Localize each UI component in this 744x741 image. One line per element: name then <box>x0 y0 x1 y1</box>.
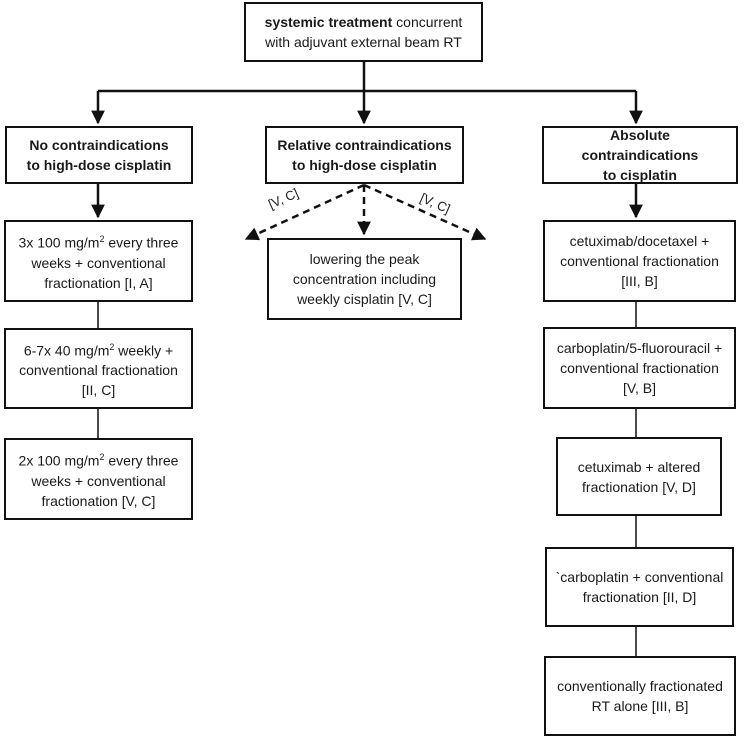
right-header-box: Absolute contraindications to cisplatin <box>542 126 738 184</box>
left-item-3-line2: weeks + conventional <box>31 472 166 489</box>
root-box: systemic treatment concurrent with adjuv… <box>244 2 483 62</box>
right-item-2: carboplatin/5-fluorouracil + conventiona… <box>543 327 736 409</box>
left-item-3-line1b: every three <box>104 452 179 469</box>
left-item-2-line1b: weekly + <box>114 342 174 359</box>
left-header-line1: No contraindications <box>29 137 169 153</box>
left-item-1: 3x 100 mg/m2 every three weeks + convent… <box>4 220 193 302</box>
left-item-1-line3: fractionation [I, A] <box>44 274 153 291</box>
middle-header-line1: Relative contraindications <box>277 137 452 153</box>
left-item-3-line1a: 2x 100 mg/m <box>18 452 100 469</box>
right-item-5: conventionally fractionated RT alone [II… <box>544 656 736 736</box>
right-header-line2: to cisplatin <box>603 167 677 183</box>
left-item-2-line1a: 6-7x 40 mg/m <box>23 342 110 359</box>
left-item-1-line2: weeks + conventional <box>31 254 166 271</box>
left-item-1-line1b: every three <box>104 234 179 251</box>
dashed-arrow-right <box>363 183 487 241</box>
root-rest-text: concurrent <box>396 14 463 30</box>
left-header-box: No contraindications to high-dose cispla… <box>5 126 193 184</box>
left-item-2-line2: conventional fractionation <box>19 362 178 379</box>
left-item-3: 2x 100 mg/m2 every three weeks + convent… <box>4 438 193 520</box>
middle-item-line3: weekly cisplatin [V, C] <box>297 291 432 307</box>
left-item-2-sup: 2 <box>109 341 115 352</box>
middle-item-line1: lowering the peak <box>309 251 420 267</box>
right-item-3-line1: cetuximab + altered <box>577 458 701 475</box>
left-item-3-line3: fractionation [V, C] <box>41 492 156 509</box>
right-item-3-line2: fractionation [V, D] <box>582 478 696 495</box>
middle-header-line2: to high-dose cisplatin <box>292 157 437 173</box>
middle-item-line2: concentration including <box>292 271 437 287</box>
left-item-3-sup: 2 <box>99 452 105 463</box>
right-item-1-line3: [III, B] <box>621 273 658 289</box>
left-item-2: 6-7x 40 mg/m2 weekly + conventional frac… <box>4 328 193 409</box>
right-item-1: cetuximab/docetaxel + conventional fract… <box>543 220 736 302</box>
middle-item: lowering the peak concentration includin… <box>267 238 462 320</box>
right-item-2-line2: conventional fractionation <box>560 360 719 376</box>
left-header-line2: to high-dose cisplatin <box>26 157 172 173</box>
root-line2: with adjuvant external beam RT <box>265 34 462 50</box>
right-item-1-line2: conventional fractionation <box>560 253 719 269</box>
left-item-2-line3: [II, C] <box>81 382 116 399</box>
right-item-4-line2: fractionation [II, D] <box>582 589 697 605</box>
right-item-5-line2: RT alone [III, B] <box>591 698 689 714</box>
right-item-4: `carboplatin + conventional fractionatio… <box>545 547 734 627</box>
middle-header-box: Relative contraindications to high-dose … <box>265 126 464 184</box>
right-item-2-line1: carboplatin/5-fluorouracil + <box>556 340 723 356</box>
left-item-1-sup: 2 <box>99 234 105 245</box>
right-item-1-line1: cetuximab/docetaxel + <box>569 233 710 249</box>
root-bold-text: systemic treatment <box>264 14 393 30</box>
right-item-2-line3: [V, B] <box>623 380 656 396</box>
right-item-4-line1: `carboplatin + conventional <box>555 569 724 585</box>
right-item-3: cetuximab + altered fractionation [V, D] <box>556 437 722 516</box>
right-header-line1: Absolute contraindications <box>581 127 699 163</box>
left-item-1-line1a: 3x 100 mg/m <box>18 234 100 251</box>
dashed-arrow-left <box>244 183 365 241</box>
right-item-5-line1: conventionally fractionated <box>557 678 723 694</box>
